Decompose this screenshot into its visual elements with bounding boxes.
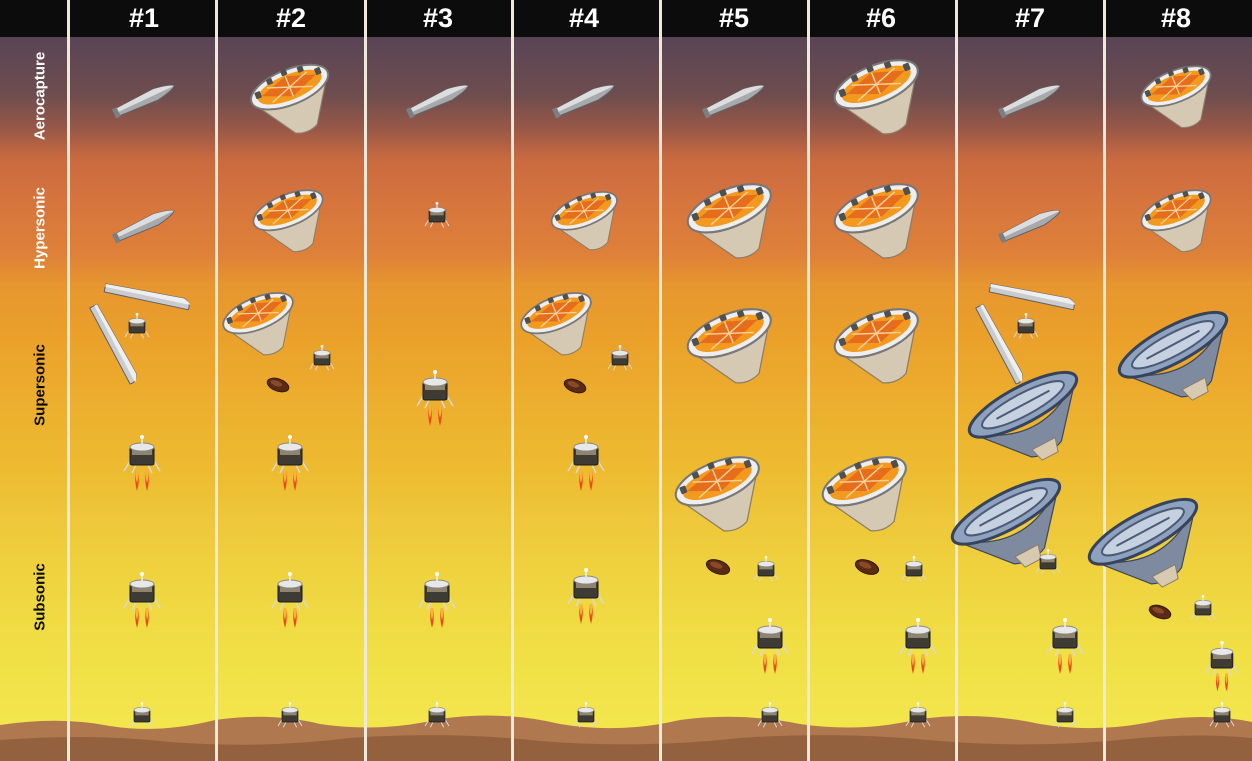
column-divider xyxy=(1103,0,1106,761)
column-header-5: #5 xyxy=(718,3,750,33)
column-divider xyxy=(511,0,514,761)
rigid-aeroshell-icon xyxy=(403,85,473,119)
powered-descent-lander-icon xyxy=(417,569,457,635)
lander-icon xyxy=(1045,702,1085,742)
rigid-aeroshell-icon xyxy=(699,85,769,119)
blunt-aeroshell-icon xyxy=(1136,61,1224,131)
inflatable-decelerator-icon xyxy=(1115,310,1245,403)
heatshield-icon xyxy=(265,376,291,394)
powered-descent-lander-icon xyxy=(898,615,938,681)
powered-descent-lander-icon xyxy=(122,569,162,635)
lander-icon xyxy=(603,345,637,385)
blunt-aeroshell-icon xyxy=(826,303,936,387)
column-divider xyxy=(807,0,810,761)
blunt-aeroshell-icon xyxy=(516,285,604,361)
lander-icon xyxy=(305,345,339,385)
column-header-6: #6 xyxy=(865,3,897,33)
rigid-aeroshell-icon xyxy=(549,85,619,119)
column-header-2: #2 xyxy=(275,3,307,33)
lander-icon xyxy=(566,702,606,742)
column-divider xyxy=(659,0,662,761)
blunt-aeroshell-icon xyxy=(679,178,789,262)
column-divider xyxy=(215,0,218,761)
row-label-hypersonic: Hypersonic xyxy=(31,187,49,269)
blunt-aeroshell-icon xyxy=(247,185,337,255)
column-header-3: #3 xyxy=(422,3,454,33)
lander-icon xyxy=(1185,595,1221,635)
blunt-aeroshell-icon xyxy=(667,451,777,535)
heatshield-icon xyxy=(704,557,732,577)
blunt-aeroshell-icon xyxy=(1136,185,1224,255)
header-bar xyxy=(0,0,1252,37)
column-header-8: #8 xyxy=(1160,3,1192,33)
powered-descent-lander-icon xyxy=(750,615,790,681)
column-header-4: #4 xyxy=(568,3,600,33)
inflatable-decelerator-icon xyxy=(1085,497,1215,590)
powered-descent-lander-icon xyxy=(122,432,162,498)
inflatable-decelerator-icon xyxy=(965,370,1095,463)
heatshield-icon xyxy=(853,557,881,577)
rigid-aeroshell-icon xyxy=(995,210,1065,244)
lander-icon xyxy=(1030,549,1066,589)
row-label-subsonic: Subsonic xyxy=(31,563,49,631)
rigid-aeroshell-icon xyxy=(995,85,1065,119)
blunt-aeroshell-icon xyxy=(218,285,306,361)
powered-descent-lander-icon xyxy=(1045,615,1085,681)
lander-icon xyxy=(1009,313,1043,353)
aeroshell-panel-icon xyxy=(954,303,1046,385)
lander-icon xyxy=(896,556,932,596)
rigid-aeroshell-icon xyxy=(109,85,179,119)
blunt-aeroshell-icon xyxy=(679,303,789,387)
powered-descent-lander-icon xyxy=(270,569,310,635)
aeroshell-panel-icon xyxy=(102,283,194,311)
column-header-7: #7 xyxy=(1014,3,1046,33)
powered-descent-lander-icon xyxy=(270,432,310,498)
lander-icon xyxy=(270,702,310,742)
heatshield-icon xyxy=(1147,603,1173,621)
lander-icon xyxy=(748,556,784,596)
lander-icon xyxy=(421,202,453,242)
lander-icon xyxy=(750,702,790,742)
blunt-aeroshell-icon xyxy=(814,451,924,535)
column-header-1: #1 xyxy=(128,3,160,33)
blunt-aeroshell-icon xyxy=(244,59,344,137)
lander-icon xyxy=(122,702,162,742)
powered-descent-lander-icon xyxy=(566,565,606,631)
powered-descent-lander-icon xyxy=(1204,638,1240,698)
rigid-aeroshell-icon xyxy=(109,210,179,244)
powered-descent-lander-icon xyxy=(415,367,455,433)
lander-icon xyxy=(417,702,457,742)
heatshield-icon xyxy=(562,377,588,395)
lander-icon xyxy=(120,313,154,353)
row-label-supersonic: Supersonic xyxy=(31,344,49,426)
aeroshell-panel-icon xyxy=(987,283,1079,311)
powered-descent-lander-icon xyxy=(566,432,606,498)
aeroshell-panel-icon xyxy=(68,303,160,385)
blunt-aeroshell-icon xyxy=(545,187,631,253)
lander-icon xyxy=(1202,702,1242,742)
column-divider xyxy=(955,0,958,761)
row-label-aerocapture: Aerocapture xyxy=(31,51,49,141)
column-divider xyxy=(67,0,70,761)
inflatable-decelerator-icon xyxy=(948,477,1078,570)
blunt-aeroshell-icon xyxy=(826,54,936,138)
column-divider xyxy=(364,0,367,761)
blunt-aeroshell-icon xyxy=(826,178,936,262)
lander-icon xyxy=(898,702,938,742)
